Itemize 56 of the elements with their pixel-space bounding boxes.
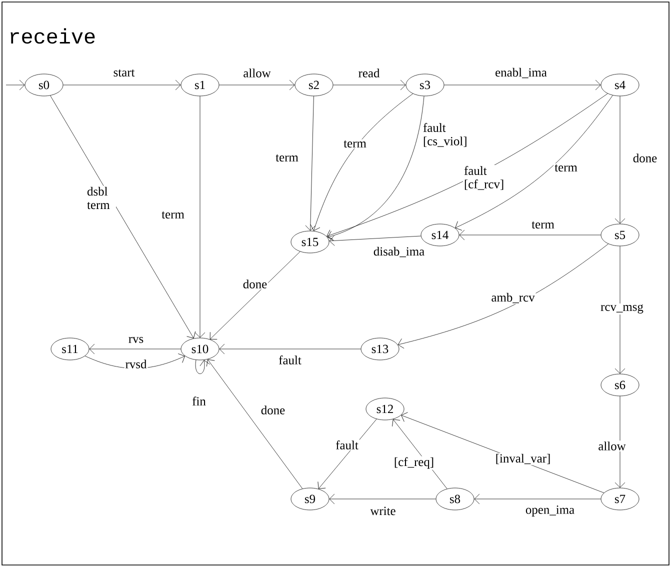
arrow xyxy=(195,360,210,374)
arrow xyxy=(329,236,422,246)
edge-label: fault [cs_viol] xyxy=(422,122,474,148)
edge-label: done xyxy=(260,404,286,416)
edge-label: rvs xyxy=(127,336,145,344)
arrow xyxy=(614,96,626,224)
edge-label: write xyxy=(369,506,397,516)
edge-label: done xyxy=(242,278,268,290)
edge-label: done xyxy=(632,152,658,164)
edge-label: fault xyxy=(278,354,302,366)
edge-label: open_ima xyxy=(524,504,576,518)
arrow xyxy=(474,494,601,504)
edge-label: disab_ima xyxy=(372,246,426,258)
edge-label: allow xyxy=(597,440,627,452)
arrow xyxy=(614,246,626,374)
edge-label: rcv_msg xyxy=(600,303,644,315)
arrow xyxy=(310,94,414,231)
edge-label: read xyxy=(357,68,381,78)
edge-label: rvsd xyxy=(124,358,148,370)
edge-label: allow xyxy=(242,68,272,78)
arrow xyxy=(6,80,25,90)
edge-label: [inval_var] xyxy=(494,452,552,466)
arrow xyxy=(219,344,361,354)
arrow xyxy=(329,494,436,504)
edge-label: enabl_ima xyxy=(494,66,548,80)
arrow xyxy=(328,96,424,241)
edge-label: fault [cf_rcv] xyxy=(463,165,507,191)
arrow xyxy=(318,418,377,489)
arrow xyxy=(63,80,181,90)
arrow xyxy=(614,396,626,488)
edge-label: term xyxy=(274,153,300,163)
edge-label: term xyxy=(342,139,368,149)
edge-label: [cf_req] xyxy=(392,456,436,470)
arrow xyxy=(455,95,613,231)
arrow xyxy=(333,80,406,90)
arrow xyxy=(444,80,601,90)
edge-label: term xyxy=(530,220,556,230)
arrow xyxy=(194,96,206,338)
arrow xyxy=(89,344,181,354)
arrow xyxy=(84,354,185,369)
edge-label: fin xyxy=(191,396,207,406)
arrow xyxy=(459,230,601,240)
arrow xyxy=(326,93,608,240)
edge-label: term xyxy=(160,210,186,220)
arrow xyxy=(210,251,300,340)
title: receive xyxy=(10,28,95,44)
edge-label: amb_rcv xyxy=(490,292,536,304)
arrow xyxy=(398,244,609,349)
edge-label: dsbl term xyxy=(86,186,116,210)
arrow xyxy=(206,359,303,489)
edge-label: fault xyxy=(334,440,360,450)
arrow xyxy=(219,80,295,90)
edge-label: start xyxy=(112,68,136,78)
arrow xyxy=(50,95,196,338)
edge-label: term xyxy=(554,163,578,173)
arrow xyxy=(305,96,316,231)
